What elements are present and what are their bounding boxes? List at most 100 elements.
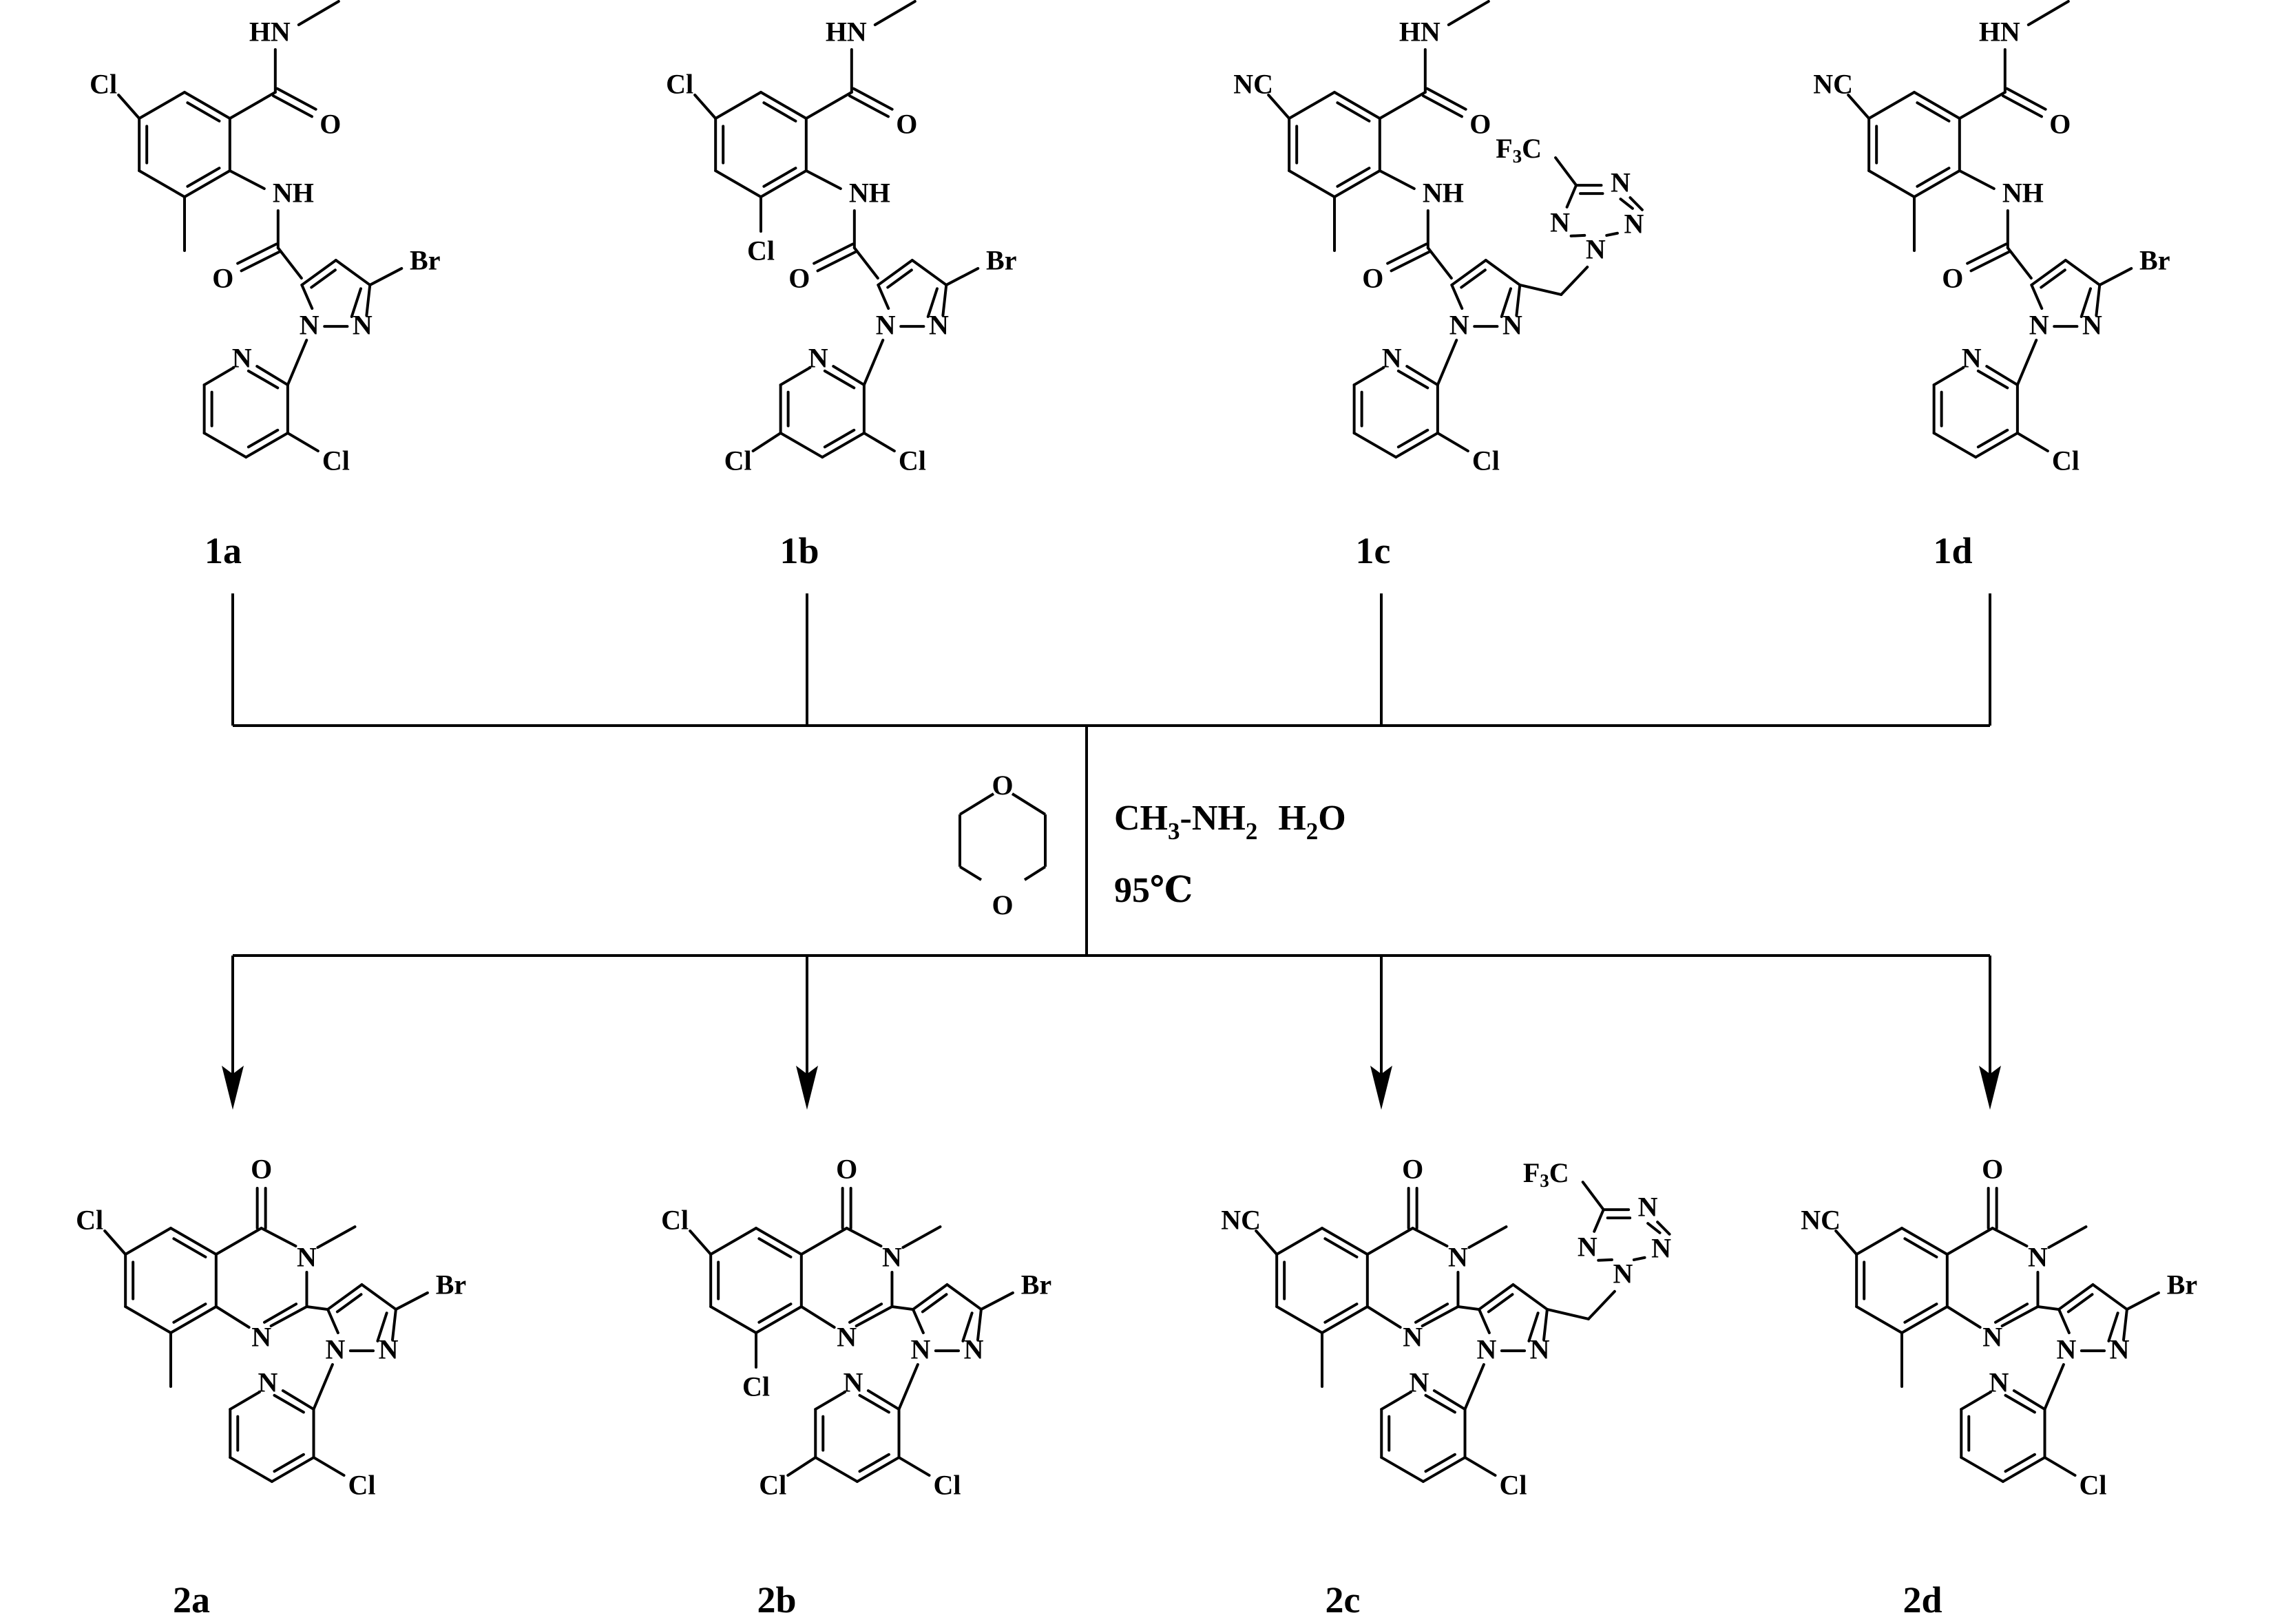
carbonyl-double-bond bbox=[813, 242, 855, 265]
n-methyl-bond bbox=[901, 1225, 942, 1249]
quinazolinone-pyrazole-bond bbox=[890, 1305, 914, 1311]
pyrazole-n1: N bbox=[1476, 1334, 1496, 1365]
amide-pyrazole-bond bbox=[276, 246, 303, 280]
dioxane-structure bbox=[959, 792, 1047, 881]
compound-label-2d: 2d bbox=[1903, 1579, 1942, 1621]
amide-oxygen: O bbox=[1469, 109, 1491, 140]
anilide-bond bbox=[228, 169, 266, 190]
pyridine-double-bond bbox=[1976, 428, 2009, 449]
bromo-substituent: Br bbox=[1021, 1269, 1051, 1300]
pyrazole-double-bond bbox=[2040, 268, 2066, 289]
carbonyl-double-bond bbox=[1969, 250, 2011, 273]
benzene-bond bbox=[1867, 169, 1916, 198]
double-bond bbox=[762, 101, 797, 123]
pyridine-pyrazole-bond bbox=[286, 339, 308, 387]
pyridine-bond bbox=[821, 432, 866, 459]
pyrazole-bond bbox=[326, 1283, 364, 1311]
pyridine-bond bbox=[1960, 1456, 2004, 1484]
benzene-bond bbox=[1855, 1305, 1903, 1334]
chloro-bond bbox=[897, 1456, 931, 1477]
aryl-substituent-bond bbox=[1267, 94, 1291, 120]
quinazolinone-oxygen: O bbox=[251, 1154, 272, 1185]
benzene-bond bbox=[124, 1305, 172, 1334]
double-bond bbox=[1916, 167, 1951, 188]
pyridine-double-bond bbox=[2004, 1393, 2036, 1414]
pyridine-pyrazole-bond bbox=[1436, 339, 1458, 387]
carbonyl-double-bond bbox=[240, 250, 282, 273]
pyrimidinone-bond bbox=[1991, 1227, 2029, 1247]
pyridine-nitrogen: N bbox=[1962, 343, 1982, 374]
quinazolinone-n3: N bbox=[1448, 1242, 1468, 1273]
n-methyl-bond bbox=[2026, 0, 2070, 26]
pyridine-nitrogen: N bbox=[258, 1367, 277, 1398]
pyridine-nitrogen: N bbox=[232, 343, 252, 374]
carbonyl-double-bond bbox=[271, 94, 313, 118]
benzene-bond bbox=[714, 169, 762, 198]
anilide-nh: NH bbox=[1423, 178, 1464, 209]
carbonyl-double-bond bbox=[1421, 94, 1463, 118]
pyrazole-bond bbox=[1515, 283, 1522, 317]
pyrazole-n2: N bbox=[379, 1334, 399, 1365]
tetrazole-bond bbox=[1605, 231, 1619, 237]
aryl-substituent-bond bbox=[103, 1230, 127, 1256]
pyridine-chloro-5: Cl bbox=[724, 445, 752, 476]
chloro-bond bbox=[2043, 1456, 2077, 1477]
pyridine-bond bbox=[2001, 1456, 2046, 1484]
pyrimidinone-bond bbox=[1411, 1227, 1449, 1247]
pyrazole-bond bbox=[910, 259, 948, 286]
pyridine-bond bbox=[1985, 365, 2019, 387]
benzene-bond bbox=[1321, 1227, 1369, 1256]
carbonyl-double-bond bbox=[848, 94, 890, 118]
pyrazole-bond bbox=[941, 283, 948, 317]
quinazolinone-n1: N bbox=[837, 1322, 857, 1353]
tetrazole-bond bbox=[1619, 198, 1634, 210]
chloro-bond bbox=[312, 1456, 346, 1477]
pyridine-bond bbox=[255, 365, 289, 387]
pyrimidinone-bond bbox=[1365, 1227, 1414, 1256]
compound-label-2a: 2a bbox=[173, 1579, 210, 1621]
pyrimidinone-bond bbox=[845, 1227, 883, 1247]
tetrazole-n2: N bbox=[1550, 207, 1570, 238]
pyrazole-n1: N bbox=[876, 310, 896, 341]
chloro-bond bbox=[1463, 1456, 1497, 1477]
benzene-bond bbox=[709, 1305, 757, 1334]
tetrazole-n1: N bbox=[1586, 233, 1606, 264]
pyrazole-bond bbox=[1450, 283, 1464, 310]
anilide-nh: NH bbox=[849, 178, 890, 209]
amide-nh-methyl: HN bbox=[249, 17, 291, 48]
pyrimidinone-bond bbox=[214, 1305, 251, 1329]
pyrazole-bond bbox=[2095, 283, 2102, 317]
amide-bond bbox=[804, 91, 853, 120]
double-bond bbox=[1336, 167, 1371, 188]
benzene-bond bbox=[1321, 1305, 1369, 1334]
chloro-bond bbox=[1436, 432, 1469, 453]
product-arrow-head bbox=[222, 1066, 244, 1110]
bromo-substituent: Br bbox=[2139, 244, 2170, 275]
anilide-nh: NH bbox=[2002, 178, 2044, 209]
n-methyl-bond bbox=[1447, 0, 1490, 26]
pyrazole-n1: N bbox=[325, 1334, 345, 1365]
pyrazole-n2: N bbox=[964, 1334, 984, 1365]
compound-label-1d: 1d bbox=[1933, 530, 1972, 571]
tetrazole-n4: N bbox=[1624, 208, 1644, 239]
aryl-5-substituent: Cl bbox=[76, 1205, 103, 1236]
pyridine-double-bond bbox=[1976, 369, 2009, 390]
pyridine-pyrazole-bond bbox=[862, 339, 885, 387]
tetrazole-bond bbox=[1569, 233, 1586, 238]
pyrazole-bond bbox=[1477, 1307, 1491, 1335]
carbonyl-double-bond bbox=[1425, 87, 1467, 111]
tetrazole-n1: N bbox=[1613, 1258, 1633, 1289]
double-bond bbox=[1903, 1303, 1938, 1324]
bromo-bond bbox=[2098, 266, 2133, 286]
carbonyl-double-bond bbox=[1386, 242, 1428, 265]
pyrazole-bond bbox=[976, 1307, 983, 1342]
aryl-substituent-bond bbox=[689, 1230, 713, 1256]
pyrazole-n2: N bbox=[353, 310, 373, 341]
tetrazole-bond bbox=[1565, 184, 1578, 209]
